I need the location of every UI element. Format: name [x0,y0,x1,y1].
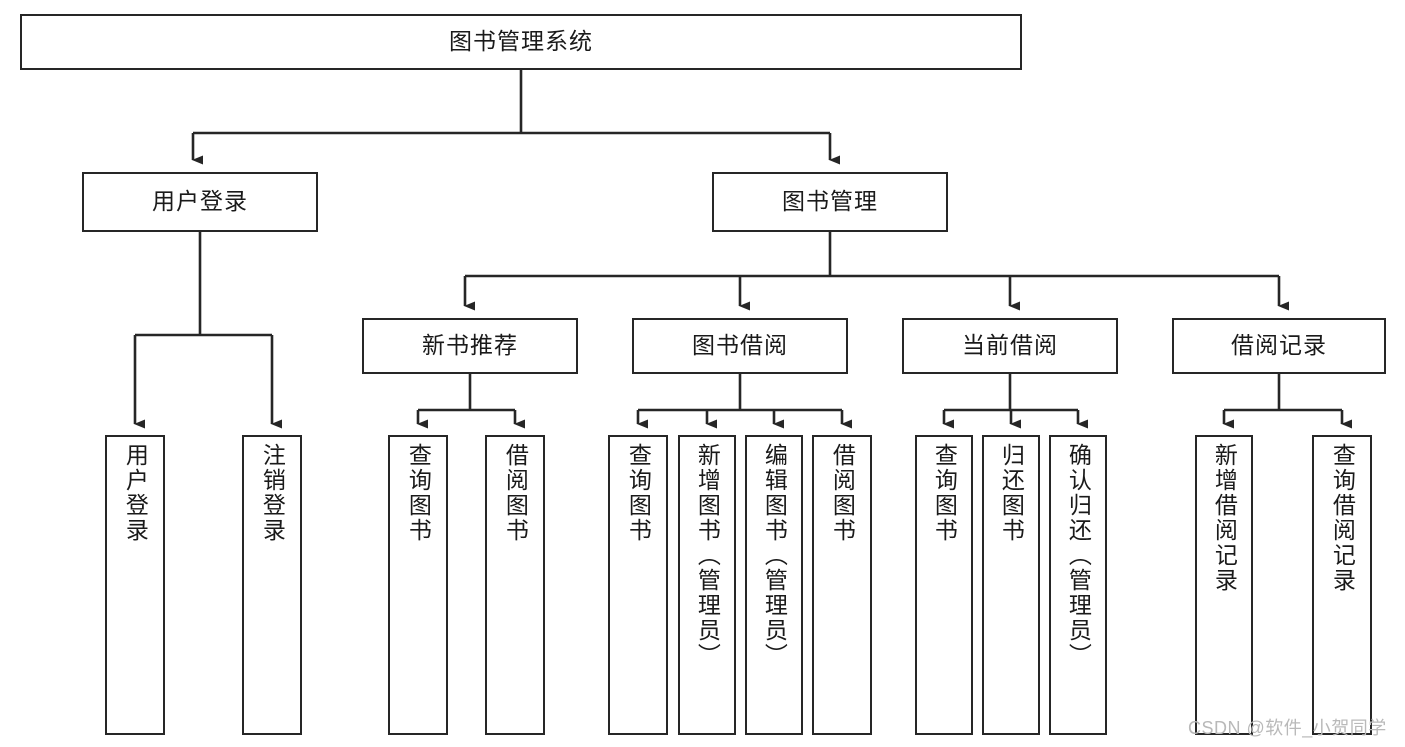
edge-bookmgmt-to-level2 [463,232,1289,311]
node-label: 借阅图书 [502,443,529,543]
node-label: 用户登录 [152,188,248,215]
csdn-watermark: CSDN @软件_小贺同学 [1188,718,1387,738]
leaf-query-book-borrow[interactable]: 查询图书 [608,435,668,735]
edge-current-to-leaves [942,374,1088,429]
leaf-add-borrow-record[interactable]: 新增借阅记录 [1195,435,1253,735]
leaf-return-book[interactable]: 归还图书 [982,435,1040,735]
node-new-book-recommend[interactable]: 新书推荐 [362,318,578,374]
node-label: 确认归还（管理员） [1065,443,1092,668]
node-user-login[interactable]: 用户登录 [82,172,318,232]
leaf-query-book-recommend[interactable]: 查询图书 [388,435,448,735]
node-book-management[interactable]: 图书管理 [712,172,948,232]
leaf-borrow-book[interactable]: 借阅图书 [812,435,872,735]
leaf-add-book-admin[interactable]: 新增图书（管理员） [678,435,736,735]
leaf-query-book-current[interactable]: 查询图书 [915,435,973,735]
edge-records-to-leaves [1222,374,1352,429]
node-label: 归还图书 [998,443,1025,543]
node-label: 用户登录 [122,443,149,543]
node-label: 编辑图书（管理员） [761,443,788,668]
edge-borrow-to-leaves [636,374,852,429]
node-label: 图书管理 [782,188,878,215]
edge-newbooks-to-leaves [416,374,525,429]
node-label: 新增借阅记录 [1211,443,1238,593]
leaf-confirm-return-admin[interactable]: 确认归还（管理员） [1049,435,1107,735]
node-current-borrow[interactable]: 当前借阅 [902,318,1118,374]
node-label: 查询图书 [625,443,652,543]
leaf-edit-book-admin[interactable]: 编辑图书（管理员） [745,435,803,735]
node-label: 查询图书 [931,443,958,543]
node-label: 借阅图书 [829,443,856,543]
node-label: 图书管理系统 [449,28,593,55]
edge-root-to-level1 [191,70,840,165]
node-book-borrow[interactable]: 图书借阅 [632,318,848,374]
node-root-system[interactable]: 图书管理系统 [20,14,1022,70]
node-borrow-records[interactable]: 借阅记录 [1172,318,1386,374]
node-label: 查询借阅记录 [1329,443,1356,593]
node-label: 注销登录 [259,443,286,543]
node-label: 当前借阅 [962,332,1058,359]
leaf-query-borrow-record[interactable]: 查询借阅记录 [1312,435,1372,735]
node-label: 新增图书（管理员） [694,443,721,668]
leaf-user-login[interactable]: 用户登录 [105,435,165,735]
edge-userlogin-to-leaves [133,232,282,429]
node-label: 新书推荐 [422,332,518,359]
node-label: 借阅记录 [1231,332,1327,359]
leaf-logout[interactable]: 注销登录 [242,435,302,735]
leaf-borrow-book-recommend[interactable]: 借阅图书 [485,435,545,735]
node-label: 查询图书 [405,443,432,543]
node-label: 图书借阅 [692,332,788,359]
